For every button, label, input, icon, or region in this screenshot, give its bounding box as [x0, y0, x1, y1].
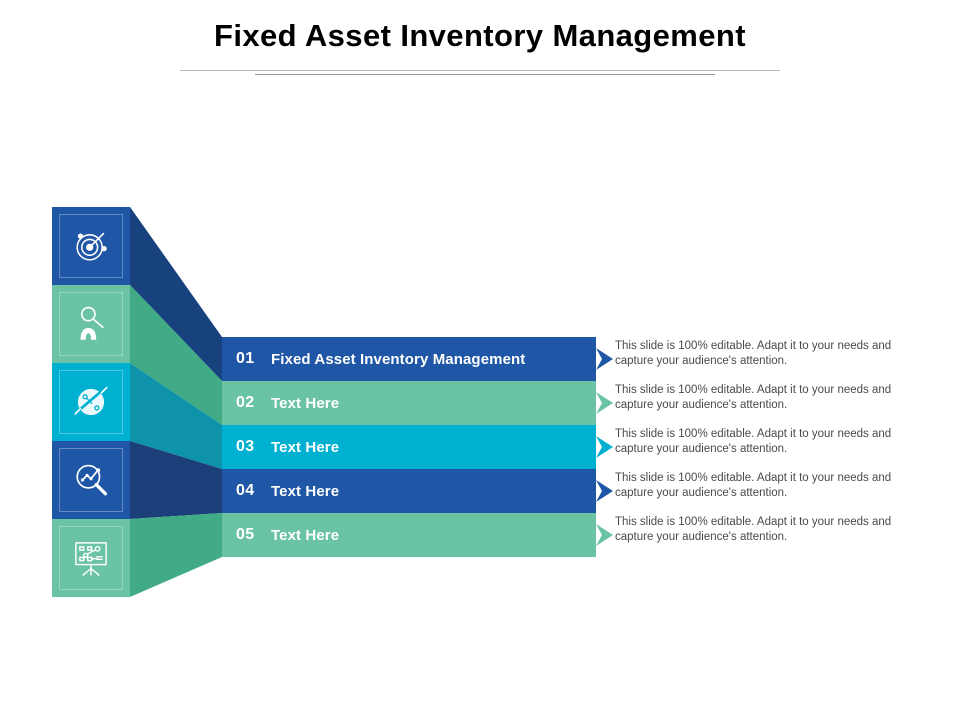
row-arrow-icon	[596, 524, 613, 546]
row-bar-02[interactable]: 02 Text Here	[222, 381, 596, 425]
row-arrow-icon	[596, 480, 613, 502]
page-title: Fixed Asset Inventory Management	[214, 18, 746, 53]
person-search-icon	[52, 285, 130, 363]
row-description: This slide is 100% editable. Adapt it to…	[615, 516, 892, 543]
row-label: Text Here	[271, 526, 340, 544]
icon-tile-03[interactable]	[52, 363, 130, 441]
funnel-segment	[130, 285, 222, 425]
icon-tile-border	[59, 370, 123, 434]
presentation-flowchart-icon	[52, 519, 130, 597]
row-description: This slide is 100% editable. Adapt it to…	[615, 472, 892, 499]
row-bar-04[interactable]: 04 Text Here	[222, 469, 596, 513]
funnel-segment	[130, 513, 222, 597]
funnel-segment	[130, 441, 222, 519]
funnel-segment	[130, 363, 222, 469]
row-description: This slide is 100% editable. Adapt it to…	[615, 384, 892, 411]
row-number: 01	[236, 350, 255, 367]
title-divider-lower	[255, 74, 715, 75]
icon-tile-border	[59, 214, 123, 278]
row-label: Text Here	[271, 438, 340, 456]
target-radar-icon	[52, 207, 130, 285]
row-label: Fixed Asset Inventory Management	[271, 350, 526, 368]
icon-tile-border	[59, 526, 123, 590]
icon-tile-01[interactable]	[52, 207, 130, 285]
row-description: This slide is 100% editable. Adapt it to…	[615, 428, 892, 455]
row-description: This slide is 100% editable. Adapt it to…	[615, 340, 892, 367]
row-number: 03	[236, 438, 255, 455]
funnel-segment	[130, 207, 222, 381]
icon-tile-border	[59, 448, 123, 512]
globe-network-icon	[52, 363, 130, 441]
row-arrow-icon	[596, 436, 613, 458]
row-number: 04	[236, 482, 255, 499]
row-bar-03[interactable]: 03 Text Here	[222, 425, 596, 469]
icon-tile-border	[59, 292, 123, 356]
icon-tile-05[interactable]	[52, 519, 130, 597]
icon-tile-02[interactable]	[52, 285, 130, 363]
row-number: 02	[236, 394, 255, 411]
row-number: 05	[236, 526, 255, 543]
row-label: Text Here	[271, 394, 340, 412]
row-label: Text Here	[271, 482, 340, 500]
row-arrow-icon	[596, 392, 613, 414]
chart-magnifier-icon	[52, 441, 130, 519]
icon-tile-04[interactable]	[52, 441, 130, 519]
row-arrow-icon	[596, 348, 613, 370]
row-bar-01[interactable]: 01 Fixed Asset Inventory Management	[222, 337, 596, 381]
row-bar-05[interactable]: 05 Text Here	[222, 513, 596, 557]
title-divider-upper	[180, 70, 780, 71]
